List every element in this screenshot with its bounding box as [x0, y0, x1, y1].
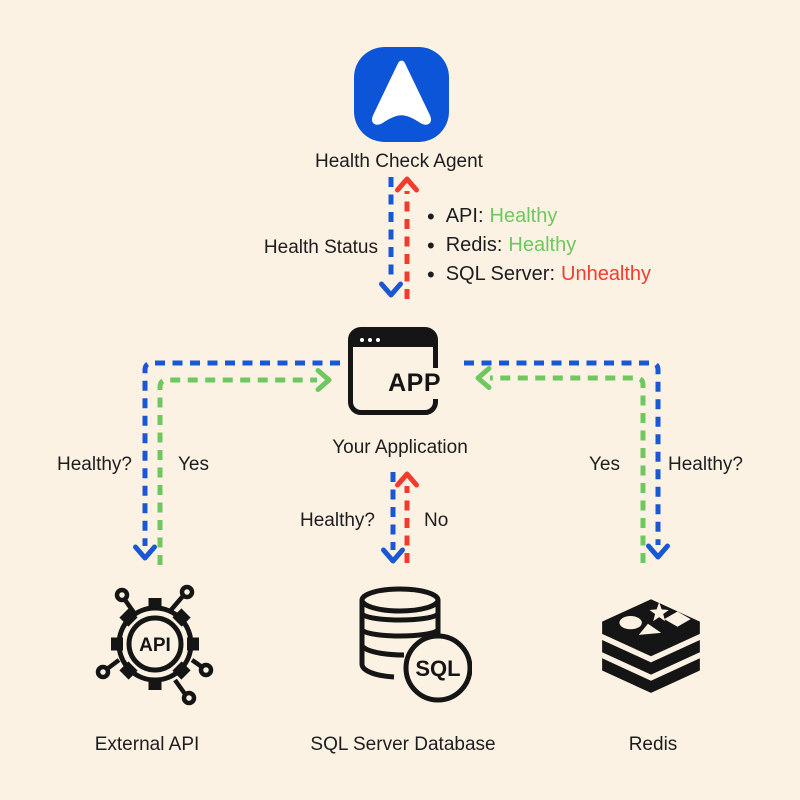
sql-query-label: Healthy?	[300, 510, 375, 531]
status-item-sql: SQL Server: Unhealthy	[427, 260, 651, 289]
redis-stack-icon	[602, 599, 700, 693]
health-check-agent-icon	[354, 47, 449, 142]
sql-to-app-response-arrowhead	[395, 471, 419, 488]
agent-to-app-arrowhead	[379, 281, 403, 298]
sql-answer-label: No	[424, 510, 449, 531]
app-to-sql-query-arrowhead	[381, 547, 405, 564]
status-item-api: API: Healthy	[427, 202, 651, 231]
sql-server-label: SQL Server Database	[310, 734, 496, 755]
api-query-label: Healthy?	[57, 454, 132, 475]
app-to-agent-arrowhead	[395, 176, 419, 193]
app-to-redis-query-arrowhead	[646, 543, 670, 560]
external-api-label: External API	[94, 734, 200, 755]
redis-query-label: Healthy?	[668, 454, 743, 475]
sql-icon-text: SQL	[415, 656, 460, 681]
agent-label: Health Check Agent	[315, 151, 483, 172]
redis-label: Redis	[628, 734, 678, 755]
api-answer-label: Yes	[178, 454, 209, 475]
status-list: API: Healthy Redis: Healthy SQL Server: …	[427, 202, 651, 289]
redis-answer-label: Yes	[589, 454, 620, 475]
redis-to-app-response-arrowhead	[475, 366, 492, 390]
health-status-label: Health Status	[263, 237, 378, 258]
triangle-cutout	[638, 623, 662, 635]
api-gear-icon: API	[95, 584, 214, 706]
star-cutout	[649, 602, 669, 622]
window-dot-icon	[368, 337, 372, 342]
status-item-value: Healthy	[489, 205, 558, 227]
status-item-name: SQL Server:	[445, 263, 555, 285]
status-item-value: Unhealthy	[561, 263, 652, 285]
sql-database-icon: SQL	[359, 586, 472, 703]
app-to-api-query-arrowhead	[133, 544, 157, 561]
up-arrow-glyph	[372, 60, 431, 125]
browser-titlebar	[353, 332, 433, 347]
status-item-name: API:	[445, 205, 484, 227]
redis-to-app-response-arrow	[490, 375, 646, 563]
api-to-app-response-arrowhead	[315, 368, 332, 392]
app-icon-text: APP	[384, 368, 445, 399]
api-icon-text: API	[139, 635, 171, 656]
status-item-name: Redis:	[445, 234, 503, 256]
status-item-redis: Redis: Healthy	[427, 231, 651, 260]
ellipse-cutout	[619, 616, 642, 630]
app-label: Your Application	[332, 437, 468, 458]
browser-window-icon: APP	[348, 327, 445, 415]
window-dot-icon	[360, 337, 364, 342]
app-to-redis-query-arrow	[464, 360, 661, 545]
window-dot-icon	[376, 337, 380, 342]
status-item-value: Healthy	[508, 234, 577, 256]
